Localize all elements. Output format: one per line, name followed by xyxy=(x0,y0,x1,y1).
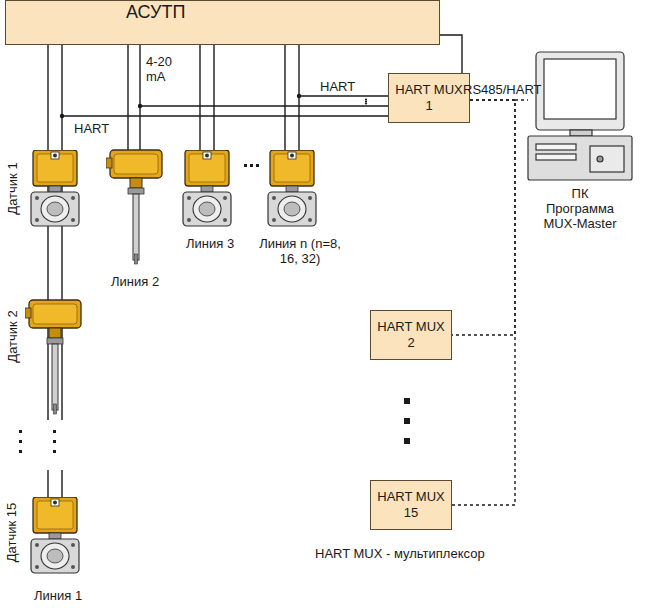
box-label: HART MUX 2 xyxy=(375,319,447,351)
sensor-label: Датчик 1 xyxy=(5,162,20,214)
line-label: Линия n (n=8, 16, 32) xyxy=(256,236,344,266)
line-label: Линия 3 xyxy=(186,236,234,251)
signal-label: HART xyxy=(320,79,355,94)
box-label: HART MUX 1 xyxy=(393,82,465,114)
caption-label: HART MUX - мультиплексор xyxy=(315,546,485,561)
line-label: Линия 2 xyxy=(111,274,159,289)
line-label: Линия 1 xyxy=(34,588,82,603)
rs485-bus xyxy=(452,100,515,335)
box-label: HART MUX 15 xyxy=(375,489,447,521)
box-label: АСУТП xyxy=(126,1,185,23)
system-box: АСУТП xyxy=(5,0,440,45)
hart-link xyxy=(440,35,462,73)
multiplexer-box: HART MUX 2 xyxy=(370,310,452,360)
signal-label: HART xyxy=(74,121,109,136)
multiplexer-box: HART MUX 15 xyxy=(370,480,452,530)
sensor-label: Датчик 15 xyxy=(4,503,19,563)
sensor-label: Датчик 2 xyxy=(5,310,20,362)
pc-label: ПК Программа MUX-Master xyxy=(538,186,622,231)
multiplexer-box: HART MUX 1 xyxy=(388,73,470,123)
signal-label: 4-20 mA xyxy=(146,54,180,84)
rs485-bus xyxy=(452,100,515,505)
signal-label: RS485/HART xyxy=(463,82,542,97)
